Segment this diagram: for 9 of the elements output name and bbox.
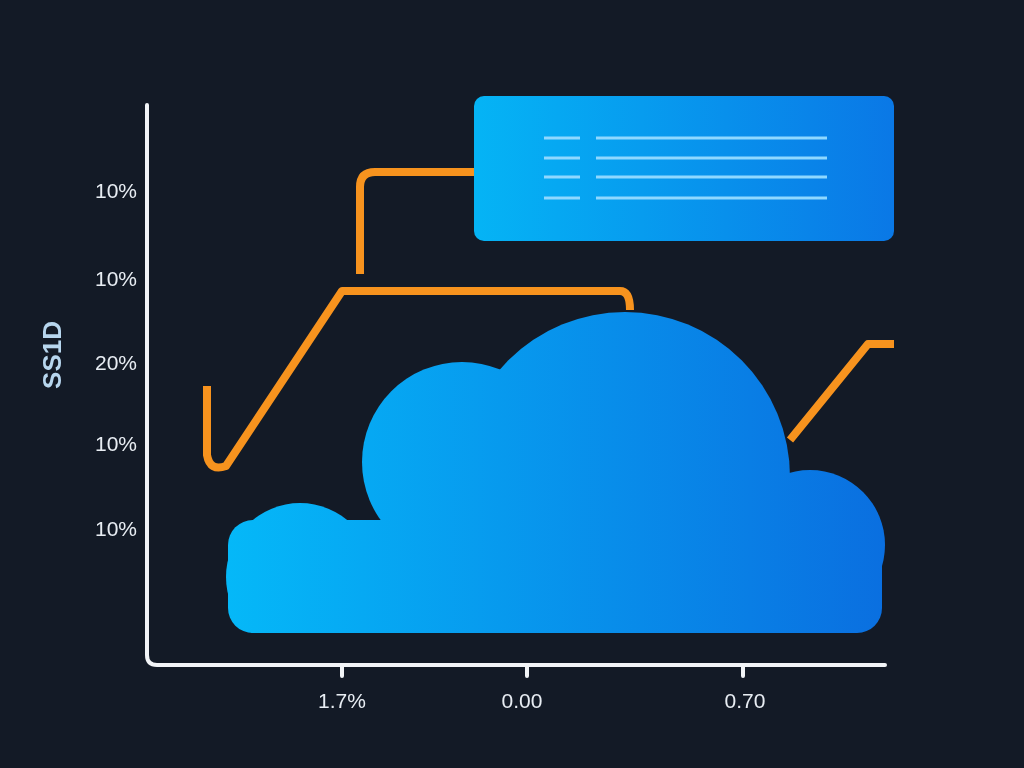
- tick-label: 10%: [95, 268, 138, 289]
- tick-label: 10%: [95, 433, 138, 454]
- tick-label: 10%: [95, 180, 138, 201]
- tick-label: 0.00: [501, 690, 543, 711]
- tick-label: 10%: [95, 518, 138, 539]
- tick-label: 20%: [95, 352, 138, 373]
- tick-label: 1.7%: [318, 690, 366, 711]
- axis-title: SS1D: [38, 321, 65, 389]
- tick-label: 0.70: [724, 690, 766, 711]
